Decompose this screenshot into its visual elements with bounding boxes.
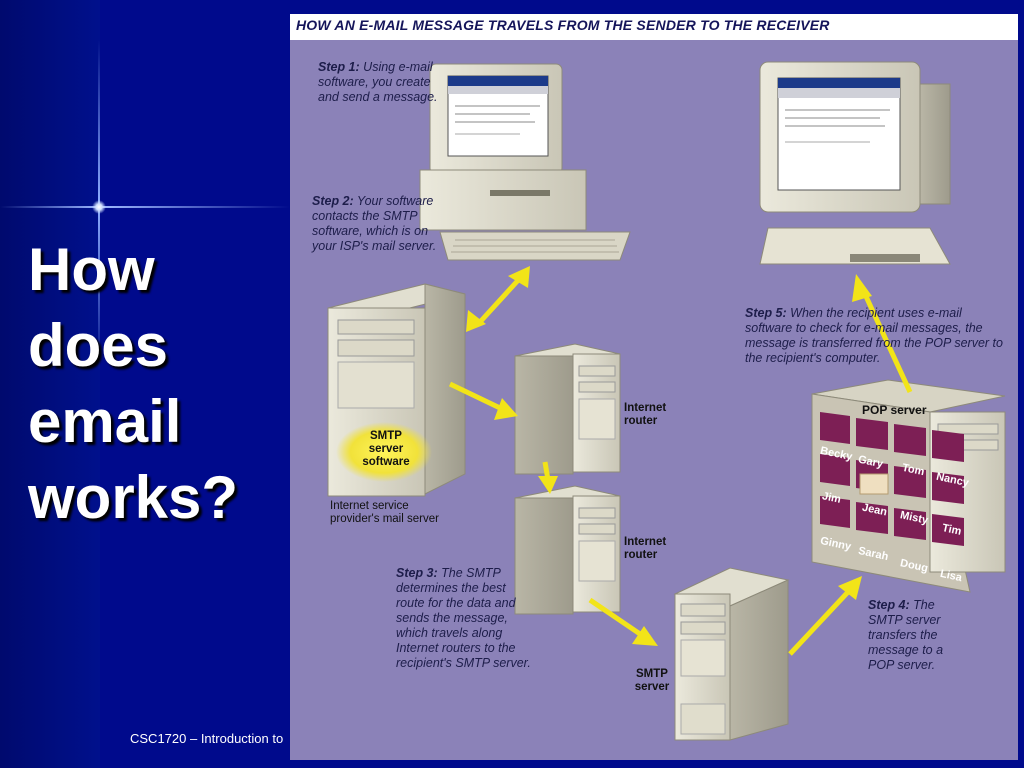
flow-arrows	[448, 266, 913, 656]
step3-text: Step 3: The SMTP determines the best rou…	[396, 566, 531, 670]
decorative-horizontal-line	[0, 206, 290, 208]
isp-server-label: Internet service provider's mail server	[330, 500, 439, 525]
receiver-computer-icon	[759, 61, 951, 265]
sender-computer-icon	[419, 63, 631, 261]
email-flow-diagram: HOW AN E-MAIL MESSAGE TRAVELS FROM THE S…	[290, 14, 1018, 760]
smtp-software-label: SMTP server software	[362, 430, 410, 468]
pop-server-label: POP server	[862, 403, 927, 417]
isp-mail-server-icon	[327, 283, 466, 497]
step1-text: Step 1: Using e-mail software, you creat…	[318, 60, 438, 104]
internet-router-1-icon	[514, 343, 621, 475]
step4-text: Step 4: The SMTP server transfers the me…	[868, 598, 944, 672]
router2-label: Internet router	[624, 536, 667, 561]
router1-label: Internet router	[624, 402, 667, 427]
smtp-server-icon	[673, 567, 790, 741]
slide-left-band	[0, 0, 100, 768]
slide-footer: CSC1720 – Introduction to	[130, 731, 284, 746]
diagram-heading: HOW AN E-MAIL MESSAGE TRAVELS FROM THE S…	[290, 14, 1018, 40]
pop-server-icon	[811, 379, 1006, 593]
step2-text: Step 2: Your software contacts the SMTP …	[312, 194, 437, 253]
diagram-artwork	[327, 61, 1006, 741]
smtp-server-label: SMTP server	[634, 668, 670, 693]
internet-router-2-icon	[514, 485, 621, 615]
slide-title: How does email works?	[28, 236, 239, 531]
step5-text: Step 5: When the recipient uses e-mail s…	[745, 306, 1003, 365]
diagram-heading-text: HOW AN E-MAIL MESSAGE TRAVELS FROM THE S…	[296, 17, 830, 33]
sparkle-icon	[92, 200, 106, 214]
